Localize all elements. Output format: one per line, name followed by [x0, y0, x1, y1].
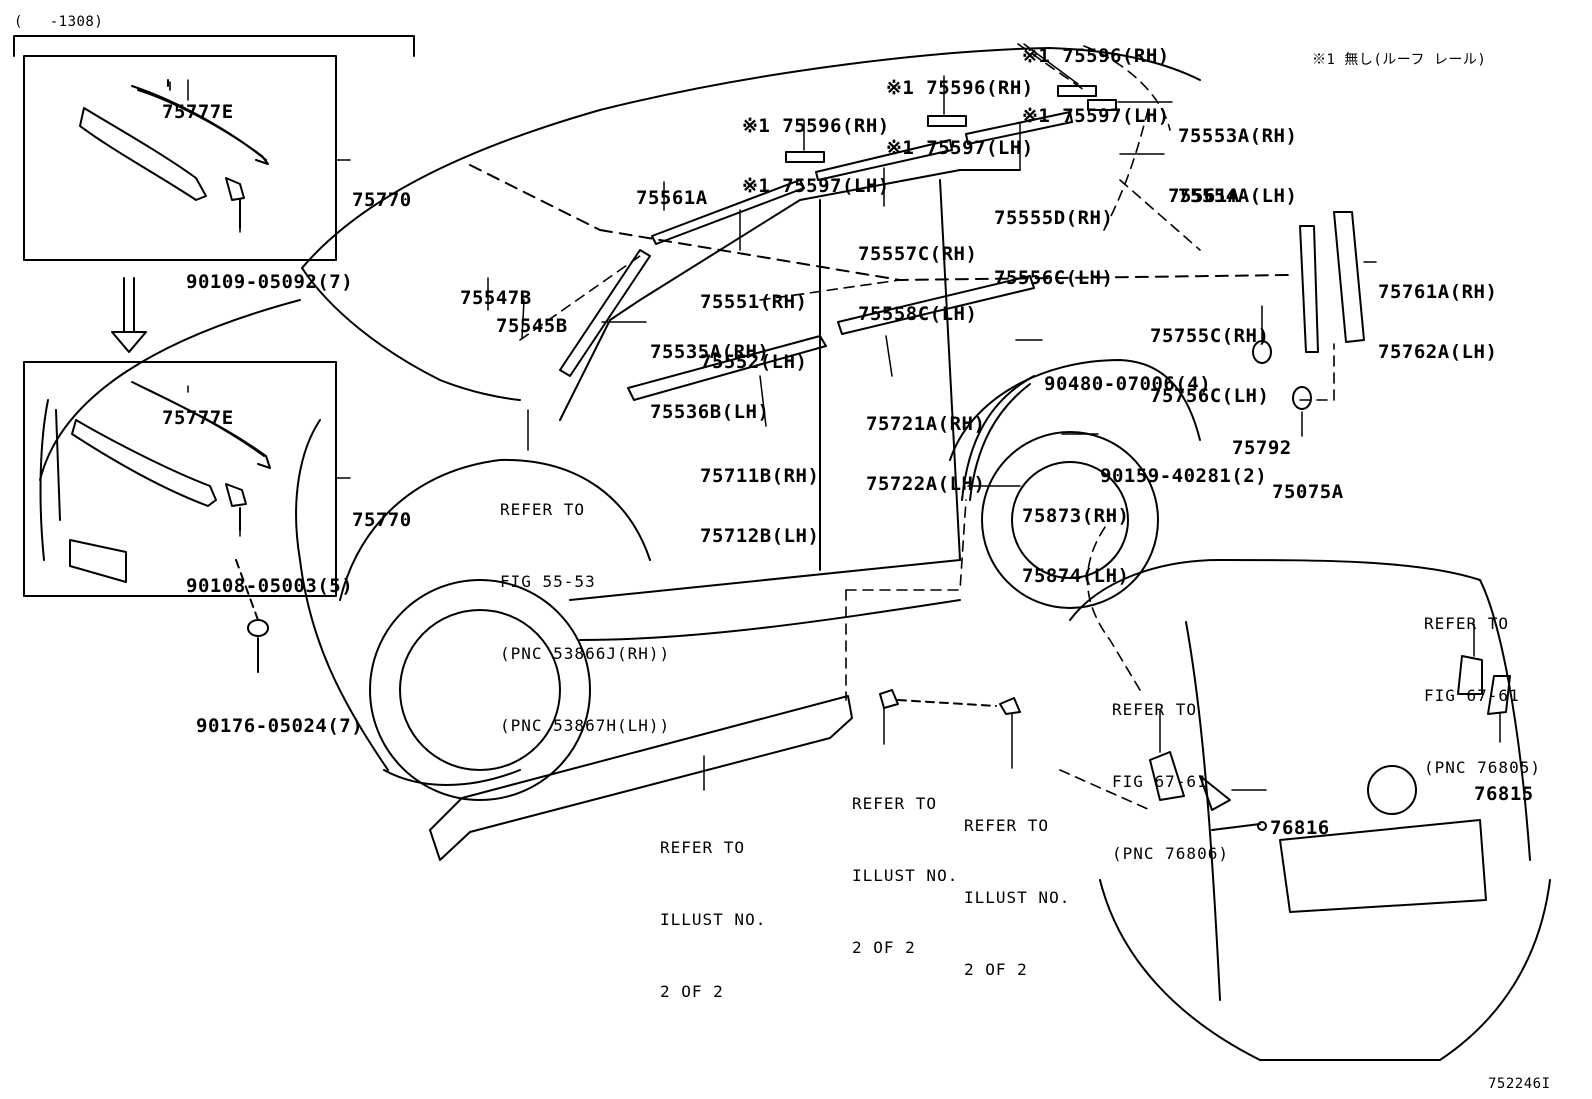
callout-75555D: 75555D(RH) 75556C(LH): [994, 207, 1114, 289]
callout-76815: 76815: [1474, 783, 1534, 805]
callout-75557C: 75557C(RH) 75558C(LH): [858, 243, 978, 325]
rocker-panel: [429, 695, 853, 861]
reference-fig-67-61-mid: REFER TO FIG 67-61 (PNC 76806): [1112, 700, 1229, 863]
front-bumper: [295, 419, 389, 771]
clip-90176: [247, 619, 269, 637]
reference-illust-c: REFER TO ILLUST NO. 2 OF 2: [964, 816, 1071, 979]
figure-id: 752246I: [1488, 1076, 1551, 1092]
rear-wheel: [981, 431, 1159, 609]
callout-75561A-right: 75561A: [1168, 185, 1240, 207]
callout-75761A: 75761A(RH) 75762A(LH): [1378, 281, 1498, 363]
reference-fig-55-53: REFER TO FIG 55-53 (PNC 53866J(RH)) (PNC…: [500, 500, 671, 735]
callout-90109: 90109-05092(7): [186, 271, 354, 293]
callout-75777E-bottom: 75777E: [162, 407, 234, 429]
callout-75721A: 75721A(RH) 75722A(LH): [866, 413, 986, 495]
emblem-left: [1149, 751, 1185, 801]
callout-75553A: 75553A(RH) 75554A(LH): [1178, 125, 1298, 207]
callout-75711B: 75711B(RH) 75712B(LH): [700, 465, 820, 547]
plate-recess: [1279, 819, 1487, 913]
callout-75545B: 75545B: [496, 315, 568, 337]
grille-bar-bottom: [71, 419, 217, 507]
part-75553A: [1087, 99, 1117, 111]
rear-roof: [1069, 559, 1481, 621]
range-bracket: [13, 35, 415, 57]
callout-75561A-left: 75561A: [636, 187, 708, 209]
callout-90108: 90108-05003(5): [186, 575, 354, 597]
molding-75721A: [837, 275, 1035, 335]
callout-75777E-top: 75777E: [162, 101, 234, 123]
part-76815: [1487, 675, 1511, 715]
molding-75535A: [559, 249, 651, 377]
molding-75711B: [627, 335, 827, 401]
callout-75596-b: ※1 75596(RH) ※1 75597(LH): [886, 77, 1034, 159]
callout-75596-c: ※1 75596(RH) ※1 75597(LH): [1022, 45, 1170, 127]
cover-75596-a: [785, 151, 825, 163]
callout-75770-top: 75770: [352, 189, 412, 211]
roof-line: [301, 47, 1201, 269]
callout-75792: 75792: [1232, 437, 1292, 459]
molding-75557C: [815, 139, 953, 181]
down-arrow: [111, 277, 147, 353]
reference-illust-b: REFER TO ILLUST NO. 2 OF 2: [852, 794, 959, 957]
cover-75596-b: [927, 115, 967, 127]
molding-75555D: [965, 111, 1073, 145]
footnote: ※1 無し(ルーフ レール): [1312, 52, 1487, 68]
wheel-arch-75873: [961, 375, 1035, 501]
garnish-75761A-lh: [1333, 211, 1365, 343]
part-76816: [1199, 775, 1231, 811]
callout-75547B: 75547B: [460, 287, 532, 309]
callout-90480: 90480-07006(4): [1044, 373, 1212, 395]
callout-75596-a: ※1 75596(RH) ※1 75597(LH): [742, 115, 890, 197]
callout-75755C: 75755C(RH) 75756C(LH): [1150, 325, 1270, 407]
inset-box-top: [23, 55, 337, 261]
reference-illust-a: REFER TO ILLUST NO. 2 OF 2: [660, 838, 767, 1001]
callout-75535A: 75535A(RH) 75536B(LH): [650, 341, 770, 423]
callout-75873: 75873(RH) 75874(LH): [1022, 505, 1130, 587]
hood-edge: [301, 267, 521, 401]
inset-box-bottom: [23, 361, 337, 597]
garnish-75761A-rh: [1299, 225, 1319, 353]
callout-75075A: 75075A: [1272, 481, 1344, 503]
grille-bar-top: [79, 107, 207, 201]
rear-emblem: [1367, 765, 1417, 815]
molding-75551: [651, 179, 805, 245]
callout-90176: 90176-05024(7): [196, 715, 364, 737]
front-wheel: [369, 579, 591, 801]
callout-76816: 76816: [1270, 817, 1330, 839]
reference-fig-67-61-right: REFER TO FIG 67-61 (PNC 76805): [1424, 614, 1541, 777]
callout-75770-bottom: 75770: [352, 509, 412, 531]
range-label: ( -1308): [14, 14, 104, 30]
callout-75551: 75551(RH) 75552(LH): [700, 291, 808, 373]
callout-90159: 90159-40281(2): [1100, 465, 1268, 487]
